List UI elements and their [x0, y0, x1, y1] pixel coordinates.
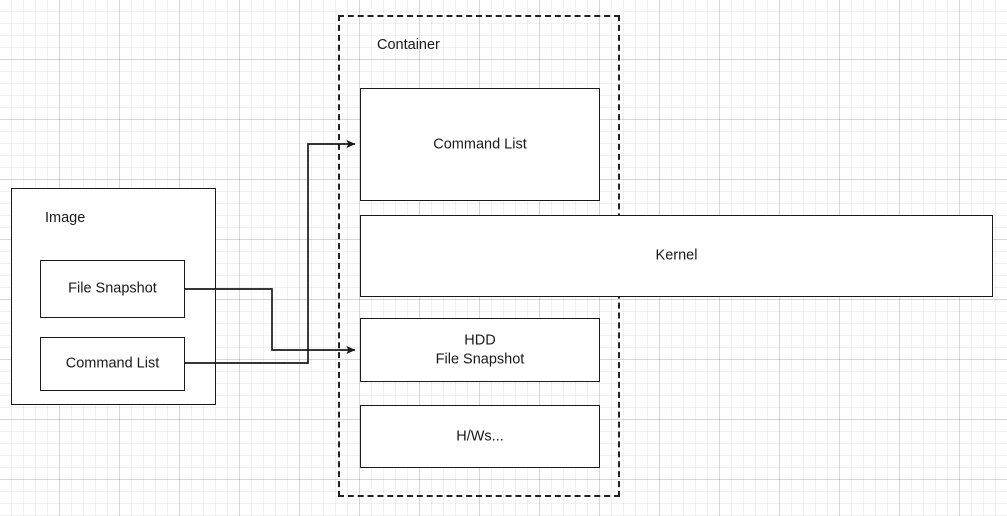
box-image-file-snapshot[interactable]: File Snapshot	[40, 260, 185, 318]
box-container-hdd-file-snapshot[interactable]: HDD File Snapshot	[360, 318, 600, 382]
image-group-label: Image	[45, 210, 86, 226]
box-image-command-list-label: Command List	[65, 355, 160, 372]
box-container-hardware-label: H/Ws...	[456, 428, 504, 445]
box-kernel-label: Kernel	[655, 247, 698, 264]
box-image-command-list[interactable]: Command List	[40, 337, 185, 391]
box-kernel[interactable]: Kernel	[360, 215, 993, 297]
box-container-hardware[interactable]: H/Ws...	[360, 405, 600, 468]
box-container-hdd-file-snapshot-label: HDD File Snapshot	[435, 332, 525, 367]
box-container-command-list[interactable]: Command List	[360, 88, 600, 201]
container-group-label: Container	[377, 37, 440, 53]
box-container-command-list-label: Command List	[433, 136, 527, 153]
box-image-file-snapshot-label: File Snapshot	[68, 280, 157, 297]
